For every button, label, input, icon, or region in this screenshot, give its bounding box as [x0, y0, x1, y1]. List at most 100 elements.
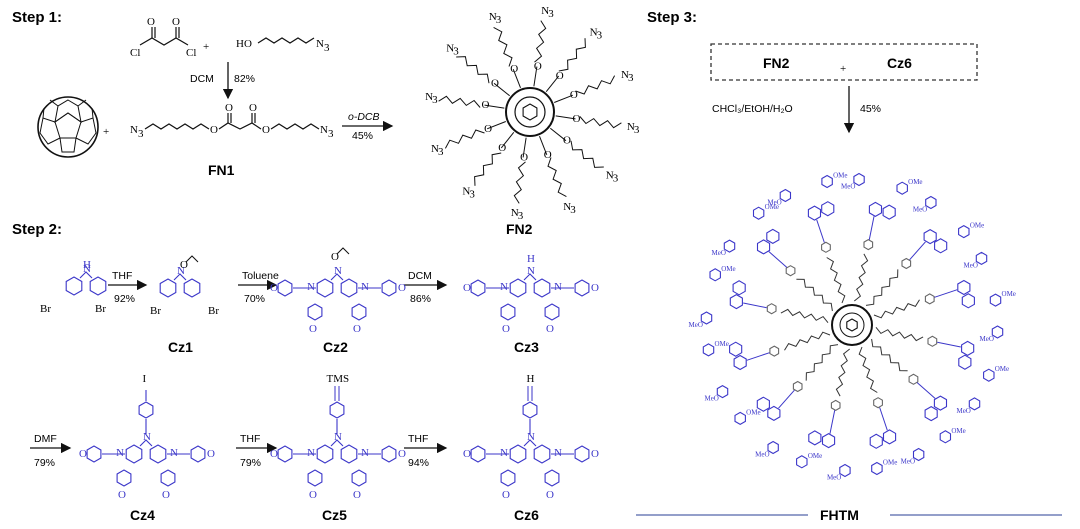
fn2-n3: N: [541, 5, 549, 17]
fhtm-ome-label: OMe: [833, 171, 847, 179]
fhtm-meo-label: MeO: [956, 407, 970, 415]
fn2-n3-sub: 3: [628, 72, 634, 84]
malonyl-o-right: O: [172, 16, 180, 28]
fhtm-linker: [784, 331, 831, 351]
fhtm-triazole: [785, 265, 796, 277]
fhtm-meo-label: MeO: [688, 321, 702, 329]
carbazole-n: N: [83, 263, 91, 275]
carbazole-ring-right: [340, 444, 358, 464]
fhtm-ome-label: OMe: [765, 203, 779, 211]
lower-o-left: O: [309, 489, 317, 501]
fhtm-anisyl: [912, 447, 925, 462]
fn2-n3-sub: 3: [518, 210, 524, 222]
anisyl-ring: [381, 445, 397, 463]
fhtm-triazole: [873, 397, 883, 409]
lower-anisyl-left: [307, 469, 323, 487]
fn1-ester-o-left: O: [210, 124, 218, 136]
box-cz6: Cz6: [887, 55, 912, 71]
fn2-malonate-bond: [486, 121, 506, 130]
fn2-c60-hex: [522, 103, 538, 121]
cz4-iodo-ring: [138, 401, 154, 419]
cz1-br-right: Br: [208, 305, 219, 317]
fhtm-carbazole: [807, 205, 822, 221]
fn2-ester-o: O: [482, 99, 490, 111]
fhtm-anisyl: [896, 181, 908, 195]
fn1-n3-left: N: [130, 124, 138, 136]
anisyl-ring: [381, 279, 397, 297]
methoxy-o: O: [398, 282, 406, 294]
fhtm-meo-label: MeO: [964, 261, 978, 269]
fn2-n3: N: [627, 121, 635, 133]
amine-n-left: N: [307, 281, 315, 293]
fn2-n3-sub: 3: [613, 173, 619, 185]
step2-arrow-solvent: THF: [408, 433, 428, 445]
fn2-arm: [558, 38, 586, 72]
fhtm-carbazole: [808, 430, 822, 446]
fhtm-ome-label: OMe: [883, 459, 897, 467]
carbazole-ring-left: [125, 444, 143, 464]
fhtm-c60-inner: [839, 312, 865, 338]
methoxy-o: O: [270, 282, 278, 294]
anisyl-ring: [86, 445, 102, 463]
lower-o-right: O: [546, 489, 554, 501]
fhtm-anisyl: [752, 206, 765, 220]
lower-anisyl-left: [500, 469, 516, 487]
fhtm-meo-label: MeO: [704, 395, 718, 403]
amine-n-right: N: [361, 281, 369, 293]
boc-o: O: [180, 259, 188, 271]
box-fn2: FN2: [763, 55, 790, 71]
fn2-n3: N: [425, 91, 433, 103]
fn2-c60-inner: [514, 96, 546, 128]
carbazole-n: N: [334, 431, 342, 443]
br-left: Br: [40, 303, 51, 315]
fn2-malonate-bond: [533, 66, 538, 87]
br-right: Br: [95, 303, 106, 315]
fn2-arm: [444, 129, 485, 149]
fhtm-linker: [865, 269, 899, 306]
fhtm-anisyl: [871, 461, 883, 476]
fn2-arm: [570, 140, 604, 168]
amine-n-left: N: [500, 281, 508, 293]
malonyl-cl-right: Cl: [186, 47, 196, 59]
compound-cz6: Cz6: [514, 507, 539, 523]
fn2-n3-sub: 3: [469, 189, 475, 201]
fhtm-meo-label: MeO: [827, 474, 841, 482]
fn2-n3: N: [621, 69, 629, 81]
step2-arrow-yield: 86%: [410, 293, 431, 305]
fn2-n3-sub: 3: [438, 146, 444, 158]
fhtm-meo-label: MeO: [712, 249, 726, 257]
fhtm-ome-label: OMe: [808, 452, 822, 460]
fhtm-anisyl: [925, 195, 937, 210]
fn2-label: FN2: [506, 221, 533, 237]
fhtm-arm-bond: [746, 352, 770, 361]
compound-cz2: Cz2: [323, 339, 348, 355]
fn2-ester-o: O: [570, 89, 578, 101]
fhtm-carbazole: [766, 228, 780, 245]
lower-o-left: O: [502, 489, 510, 501]
fn2-malonate-bond: [555, 115, 576, 120]
carbazole-n: N: [527, 431, 535, 443]
fhtm-anisyl: [821, 174, 833, 189]
anisyl-ring: [470, 445, 486, 463]
plus-2: +: [103, 126, 109, 138]
fhtm-linker: [871, 338, 908, 372]
fhtm-carbazole: [882, 429, 897, 445]
fn2-ester-o: O: [491, 77, 499, 89]
step2-arrow-yield: 79%: [240, 457, 261, 469]
cz5-tms-ring: [329, 401, 345, 419]
carbazole-ring-left: [509, 278, 527, 298]
fhtm-anisyl: [983, 368, 995, 382]
fn2-malonate-bond: [484, 104, 505, 109]
azide-n: N: [316, 38, 324, 50]
fhtm-carbazole: [961, 340, 975, 357]
fn1-label: FN1: [208, 162, 235, 178]
carbazole-ring-left: [159, 278, 177, 298]
carbazole-ring-left: [316, 278, 334, 298]
fn2-arm: [493, 26, 513, 67]
carbazole-pyrrole: [139, 439, 153, 447]
cz6-h-ring: [522, 401, 538, 419]
lower-anisyl-right: [351, 469, 367, 487]
fhtm-carbazole: [733, 354, 747, 371]
fn2-malonate-bond: [522, 137, 527, 158]
fhtm-ome-label: OMe: [951, 427, 965, 435]
